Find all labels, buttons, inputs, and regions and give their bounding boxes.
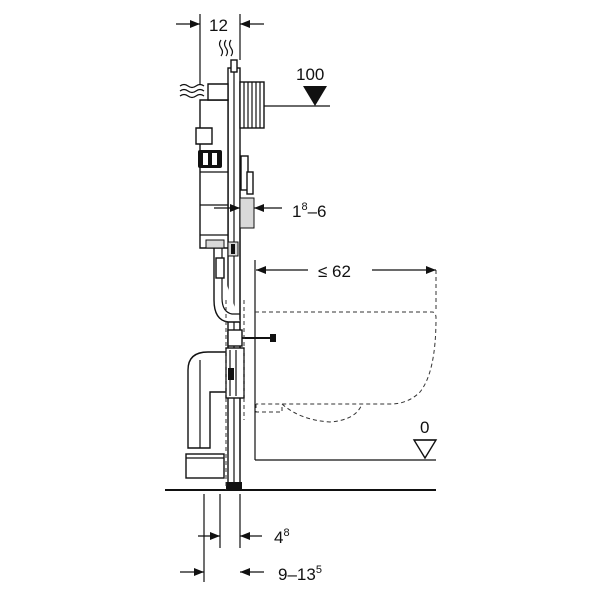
flush-actuator bbox=[239, 81, 265, 129]
dim-pipe-offset: 48 bbox=[198, 494, 290, 548]
dim-floor-level: 0 bbox=[412, 418, 438, 460]
wc-pan-outline bbox=[255, 270, 437, 423]
dim-projection-label: ≤ 62 bbox=[318, 262, 351, 281]
dim-frame-depth-label: 12 bbox=[209, 16, 228, 35]
dim-pipe-offset-label: 48 bbox=[274, 527, 290, 547]
dim-projection: ≤ 62 bbox=[256, 262, 436, 281]
dim-adjust-range: 9–135 bbox=[180, 494, 322, 584]
mounting-bolt bbox=[227, 329, 276, 347]
dim-flush-height: 100 bbox=[264, 65, 330, 107]
flush-pipe bbox=[213, 241, 240, 323]
drain-bend bbox=[185, 347, 245, 479]
dim-adjust-range-label: 9–135 bbox=[278, 564, 322, 584]
dim-floor-level-label: 0 bbox=[420, 418, 429, 437]
cistern bbox=[195, 83, 229, 249]
dim-wall-thickness-label: 18–6 bbox=[292, 201, 327, 221]
wall-panel bbox=[239, 150, 436, 461]
dim-frame-depth: 12 bbox=[176, 14, 264, 84]
water-inlet-icon bbox=[179, 39, 234, 99]
dim-wall-thickness: 18–6 bbox=[214, 201, 327, 221]
dim-flush-height-label: 100 bbox=[296, 65, 324, 84]
